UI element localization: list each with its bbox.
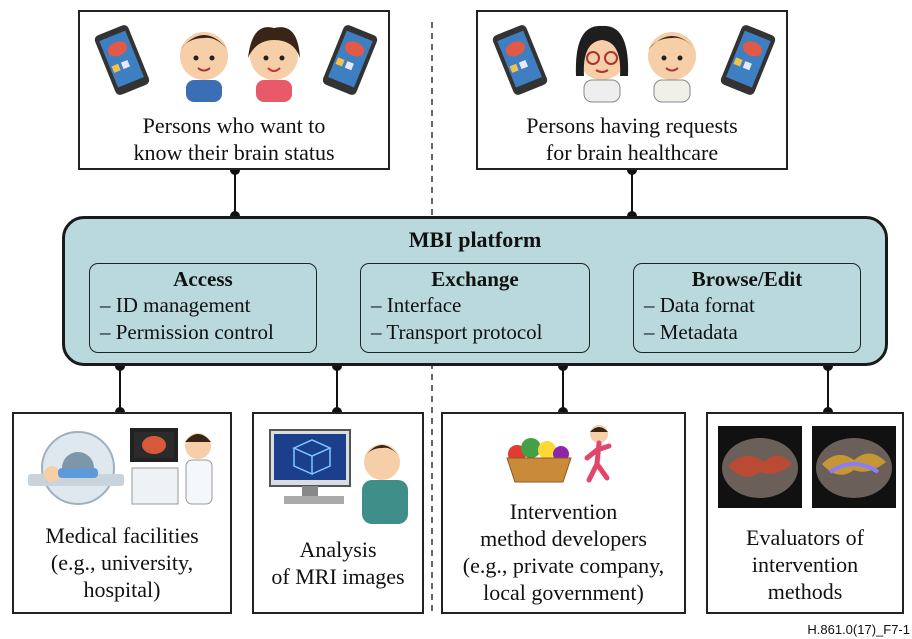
top-box-label-line2: know their brain status: [133, 140, 335, 165]
top-box-label-line2: for brain healthcare: [545, 140, 719, 165]
brain-scan-images: [718, 426, 896, 508]
module-title: Browse/Edit: [691, 267, 803, 291]
module-item: – Interface: [371, 293, 462, 317]
bottom-box-label-line: hospital): [83, 577, 161, 602]
top-box-label-line1: Persons who want to: [142, 113, 326, 138]
module-item: – Permission control: [100, 320, 274, 344]
figure-code: H.861.0(17)_F7-1: [807, 622, 910, 637]
module-exchange: Exchange – Interface – Transport protoco…: [360, 263, 590, 353]
mbi-platform: MBI platform Access – ID management – Pe…: [62, 216, 888, 366]
bottom-box-label-line: local government): [483, 580, 644, 605]
food-exercise-illustration: [506, 425, 612, 483]
top-box-label-line1: Persons having requests: [526, 113, 738, 138]
bottom-box-medical-facilities: Medical facilities (e.g., university, ho…: [12, 412, 232, 614]
bottom-box-intervention-developers: Intervention method developers (e.g., pr…: [441, 412, 686, 614]
module-browse-edit: Browse/Edit – Data fornat – Metadata: [633, 263, 861, 353]
module-item: – Transport protocol: [371, 320, 543, 344]
module-title: Exchange: [431, 267, 519, 291]
bottom-box-label-line: of MRI images: [271, 564, 405, 589]
bottom-box-label-line: method developers: [480, 526, 647, 551]
smartphone-user-illustration: [94, 25, 378, 102]
bottom-box-mri-analysis: Analysis of MRI images: [252, 412, 424, 614]
bottom-box-label-line: intervention: [751, 552, 859, 577]
computer-analyst-illustration: [269, 429, 408, 524]
module-access: Access – ID management – Permission cont…: [89, 263, 317, 353]
bottom-box-evaluators: Evaluators of intervention methods: [706, 412, 904, 614]
bottom-box-label-line: methods: [767, 579, 843, 604]
bottom-box-label-line: Analysis: [299, 537, 377, 562]
smartphone-user-illustration: [492, 25, 776, 103]
module-item: – Data fornat: [644, 293, 755, 317]
top-box-brain-status: Persons who want to know their brain sta…: [78, 10, 390, 170]
bottom-box-label-line: Medical facilities: [45, 523, 199, 548]
mri-scanner-illustration: [28, 428, 213, 505]
bottom-box-label-line: Intervention: [509, 499, 618, 524]
bottom-box-label-line: (e.g., university,: [50, 550, 194, 575]
bottom-box-label-line: (e.g., private company,: [462, 553, 665, 578]
module-title: Access: [173, 267, 233, 291]
platform-title: MBI platform: [408, 227, 542, 252]
top-box-brain-healthcare: Persons having requests for brain health…: [476, 10, 788, 170]
module-item: – Metadata: [644, 320, 738, 344]
bottom-box-label-line: Evaluators of: [746, 525, 864, 550]
module-item: – ID management: [100, 293, 251, 317]
